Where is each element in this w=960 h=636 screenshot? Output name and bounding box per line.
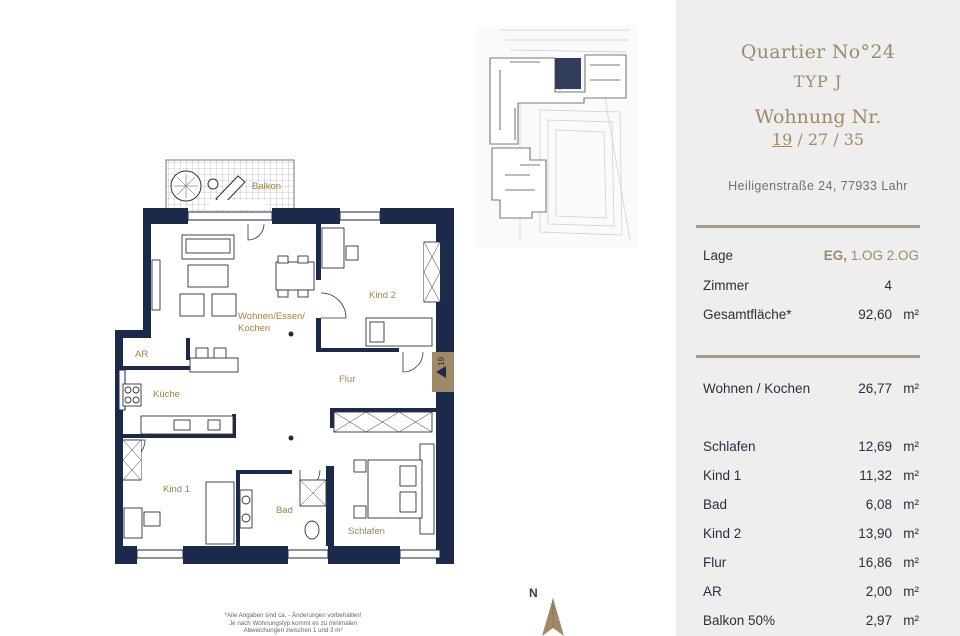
summary-row-lage: Lage EG, 1.OG 2.OG [703,248,919,266]
area-value: 16,86 [858,555,892,570]
summary-row-flaeche: Gesamtfläche* 92,60 m² [703,307,919,325]
summary-label: Lage [703,248,734,263]
area-row: Wohnen / Kochen 26,77 m² [703,381,919,399]
floor-list: EG, 1.OG 2.OG [824,248,919,263]
disclaimer: *Alle Angaben sind ca. - Änderungen vorb… [180,612,406,635]
room-label-kind2: Kind 2 [369,290,396,301]
room-label-wohnen-line2: Kochen [238,323,271,334]
divider [696,355,920,358]
area-unit: m² [903,613,919,628]
area-unit: m² [903,381,919,396]
room-label-flur: Flur [339,374,356,385]
area-label: Schlafen [703,439,756,454]
area-label: AR [703,584,722,599]
room-label-kueche: Küche [153,389,180,400]
project-title: Quartier No°24 [740,41,896,63]
disclaimer-line: Je nach Wohnungstyp kommt es zu minimale… [229,619,357,627]
apartment-number: 35 [843,130,865,149]
apartment-label: Wohnung Nr. [754,106,882,128]
apartment-number: 27 [807,130,829,149]
area-row: AR 2,00 m² [703,584,919,602]
area-unit: m² [903,468,919,483]
area-unit: m² [903,555,919,570]
apartment-number-separator: / [792,130,808,149]
floor-current: EG, [823,248,847,263]
apartment-numbers: 19 / 27 / 35 [676,130,960,149]
north-arrow-icon [542,598,564,636]
area-unit: m² [903,526,919,541]
area-label: Kind 1 [703,468,742,483]
area-value: 12,69 [858,439,892,454]
summary-row-zimmer: Zimmer 4 [703,278,919,296]
area-label: Bad [703,497,728,512]
divider [696,225,920,228]
room-label-schlafen: Schlafen [348,526,385,537]
unit-number-badge: 19 [437,357,446,366]
site-key-plan [476,26,638,248]
area-row: Balkon 50% 2,97 m² [703,613,919,631]
summary-label: Gesamtfläche* [703,307,792,322]
summary-label: Zimmer [703,278,749,293]
summary-value: 4 [884,278,892,293]
area-value: 2,97 [865,613,892,628]
summary-unit: m² [903,307,919,322]
area-row: Schlafen 12,69 m² [703,439,919,457]
area-value: 6,08 [865,497,892,512]
area-value: 26,77 [858,381,892,396]
entrance-badge [432,352,454,392]
disclaimer-line: *Alle Angaben sind ca. - Änderungen vorb… [224,612,362,619]
area-unit: m² [903,497,919,512]
north-label: N [529,586,538,600]
floor-plan-drawing [115,26,638,636]
interior-walls [123,224,436,546]
disclaimer-line: Abweichungen zwischen 1 und 3 m² [243,627,343,635]
balcony [165,159,295,213]
area-value: 13,90 [858,526,892,541]
area-row: Flur 16,86 m² [703,555,919,573]
area-label: Balkon 50% [703,613,776,628]
room-label-wohnen-line1: Wohnen/Essen/ [238,311,305,322]
area-value: 2,00 [865,584,892,599]
area-label: Flur [703,555,727,570]
info-panel: Quartier No°24 TYP J Wohnung Nr. 19 / 27… [676,0,960,636]
apartment-number-current: 19 [771,130,793,149]
summary-value: 92,60 [858,307,892,322]
area-row: Bad 6,08 m² [703,497,919,515]
room-label-bad: Bad [276,505,293,516]
room-label-balkon: Balkon [252,181,282,192]
area-unit: m² [903,439,919,454]
apartment-number-separator: / [828,130,844,149]
area-row: Kind 1 11,32 m² [703,468,919,486]
area-label: Wohnen / Kochen [703,381,811,396]
area-value: 11,32 [859,468,892,483]
area-row: Kind 2 13,90 m² [703,526,919,544]
area-unit: m² [903,584,919,599]
furniture [122,227,441,545]
floor-plan: Balkon Wohnen/Essen/ Kochen Kind 2 AR Kü… [115,26,638,636]
type-label: TYP J [793,72,843,91]
room-label-kind1: Kind 1 [163,484,190,495]
area-label: Kind 2 [703,526,742,541]
floor-others: 1.OG 2.OG [846,248,919,263]
room-label-ar: AR [135,349,149,360]
address: Heiligenstraße 24, 77933 Lahr [728,179,908,193]
